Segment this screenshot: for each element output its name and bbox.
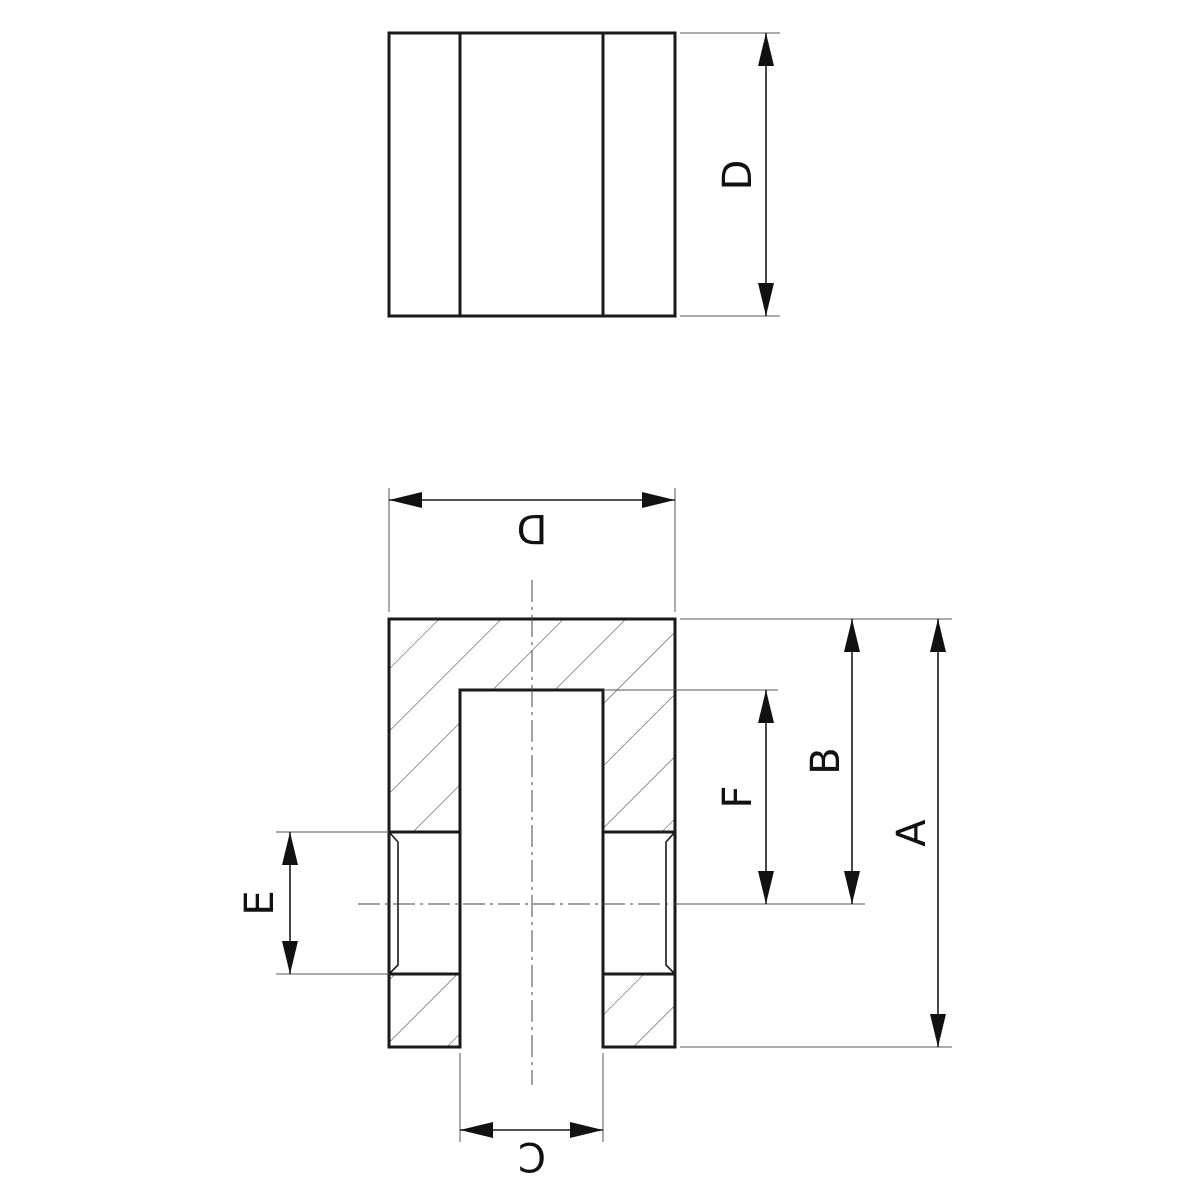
section-view: D A B F E (237, 488, 952, 1179)
dimension-e: E (237, 832, 298, 974)
dimension-a: A (889, 619, 946, 1047)
arrowhead-up (758, 690, 774, 723)
arrowhead-right (642, 492, 675, 508)
dimension-c-label: C (518, 1133, 546, 1179)
arrowhead-up (844, 619, 860, 652)
arrowhead-down (758, 283, 774, 316)
arrowhead-up (758, 33, 774, 66)
section-outline (387, 617, 677, 1049)
top-view-dimension-label: D (715, 160, 761, 191)
dimension-f: F (715, 690, 774, 904)
arrowhead-left (389, 492, 422, 508)
arrowhead-left (460, 1122, 493, 1138)
dimension-f-label: F (715, 785, 761, 808)
arrowhead-right (570, 1122, 603, 1138)
dimension-b: B (803, 619, 860, 904)
hatch-lower-right (603, 974, 675, 1047)
dimension-a-label: A (889, 819, 935, 847)
arrowhead-up (282, 832, 298, 865)
dimension-b-label: B (803, 747, 849, 774)
dimension-c: C (460, 1122, 603, 1179)
dimension-d-label: D (517, 505, 548, 551)
arrowhead-down (930, 1014, 946, 1047)
dimension-d: D (389, 492, 675, 551)
arrowhead-down (844, 871, 860, 904)
top-view: D (387, 31, 780, 318)
arrowhead-up (930, 619, 946, 652)
top-view-outline (387, 31, 677, 318)
dimension-e-label: E (237, 890, 283, 915)
hatch-lower-left (389, 974, 460, 1047)
arrowhead-down (758, 871, 774, 904)
arrowhead-down (282, 941, 298, 974)
